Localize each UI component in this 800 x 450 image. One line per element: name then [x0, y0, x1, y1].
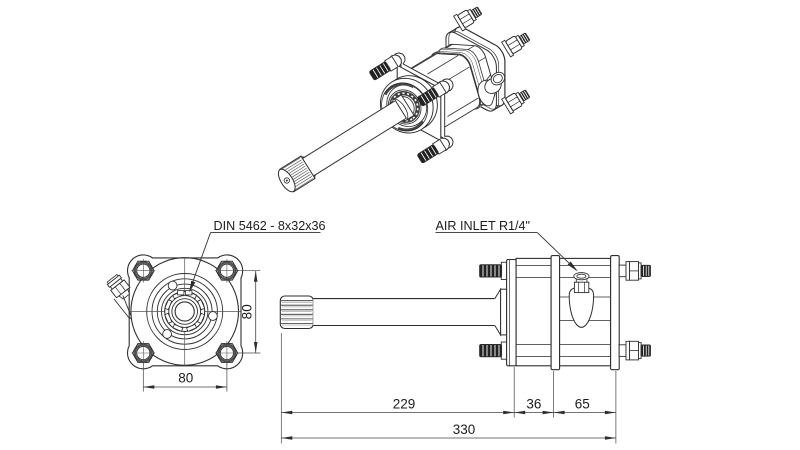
svg-text:330: 330: [453, 422, 476, 437]
svg-text:65: 65: [575, 396, 590, 411]
svg-text:DIN 5462 - 8x32x36: DIN 5462 - 8x32x36: [214, 219, 326, 233]
svg-text:80: 80: [240, 304, 255, 319]
svg-text:229: 229: [393, 396, 416, 411]
svg-text:80: 80: [178, 371, 193, 386]
svg-text:36: 36: [526, 396, 541, 411]
svg-text:AIR INLET R1/4": AIR INLET R1/4": [436, 219, 531, 233]
